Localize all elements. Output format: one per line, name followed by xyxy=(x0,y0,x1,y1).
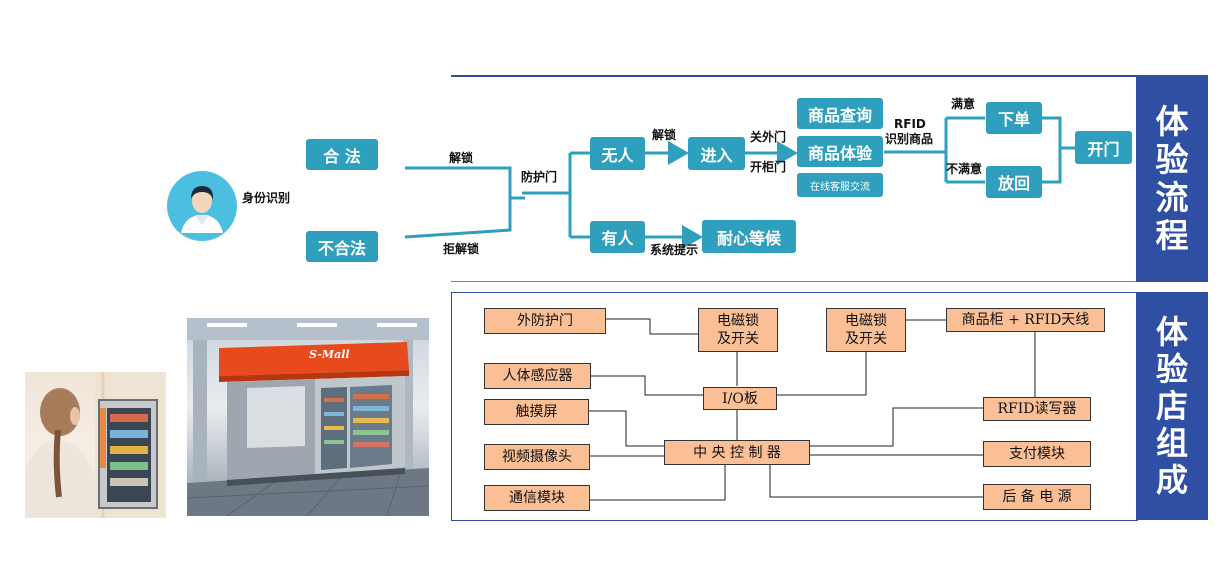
guard-door-label: 防护门 xyxy=(521,170,558,184)
body-sensor-box: 人体感应器 xyxy=(484,363,591,389)
composition-banner-char: 店 xyxy=(1155,386,1188,425)
touch-screen-box: 触摸屏 xyxy=(484,399,589,425)
outer-door-box: 外防护门 xyxy=(484,308,606,334)
flow-panel-top-line xyxy=(451,75,1136,77)
put-back-box: 放回 xyxy=(986,166,1042,198)
unlock2-label: 解锁 xyxy=(652,128,677,142)
em-lock-2-line: 及开关 xyxy=(845,331,887,347)
rfid-reader-box: RFID读写器 xyxy=(983,397,1091,421)
system-prompt-label: 系统提示 xyxy=(650,243,699,257)
product-experience-box: 商品体验 xyxy=(797,136,883,167)
product-query-box: 商品查询 xyxy=(797,98,883,129)
open-cabinet-label: 开柜门 xyxy=(750,160,787,174)
user-avatar-icon xyxy=(167,171,237,241)
satisfied-label: 满意 xyxy=(951,97,976,111)
rfid-identify-label: 识别商品 xyxy=(885,132,934,146)
legal-box: 合 法 xyxy=(306,139,378,170)
identity-label: 身份识别 xyxy=(242,191,291,205)
em-lock-1-line: 及开关 xyxy=(717,331,759,347)
flow-banner-char: 程 xyxy=(1155,215,1189,255)
composition-banner-char: 体 xyxy=(1155,312,1188,351)
composition-banner-char: 验 xyxy=(1155,349,1188,388)
kiosk-logo: S-Mall xyxy=(309,348,350,361)
illegal-box: 不合法 xyxy=(306,231,378,262)
rfid-label: RFID xyxy=(894,117,926,131)
backup-power-box: 后 备 电 源 xyxy=(983,484,1091,510)
flow-banner: 体 验 流 程 xyxy=(1136,75,1208,282)
em-lock-1-line: 电磁锁 xyxy=(717,313,759,329)
em-lock-2-box: 电磁锁 及开关 xyxy=(826,308,906,352)
enter-box: 进入 xyxy=(688,137,745,170)
composition-banner-char: 组 xyxy=(1155,423,1188,462)
open-door-box: 开门 xyxy=(1075,131,1132,164)
flow-banner-char: 体 xyxy=(1155,101,1189,141)
order-box: 下单 xyxy=(986,102,1042,134)
wait-box: 耐心等候 xyxy=(702,220,796,253)
comm-module-box: 通信模块 xyxy=(484,485,590,511)
flow-banner-char: 流 xyxy=(1155,177,1189,217)
composition-banner-char: 成 xyxy=(1155,460,1188,499)
somebody-box: 有人 xyxy=(590,221,645,253)
kiosk-photo: S-Mall xyxy=(187,318,429,516)
em-lock-1-box: 电磁锁 及开关 xyxy=(698,308,778,352)
close-outer-label: 关外门 xyxy=(750,130,787,144)
composition-banner: 体 验 店 组 成 xyxy=(1136,292,1208,520)
io-board-box: I/O板 xyxy=(703,387,777,410)
unlock-label: 解锁 xyxy=(449,151,474,165)
video-camera-box: 视频摄像头 xyxy=(484,444,590,470)
customer-photo xyxy=(25,372,166,518)
unsatisfied-label: 不满意 xyxy=(946,162,983,176)
central-controller-box: 中 央 控 制 器 xyxy=(664,440,810,465)
refuse-unlock-label: 拒解锁 xyxy=(443,242,480,256)
em-lock-2-line: 电磁锁 xyxy=(845,313,887,329)
cabinet-rfid-box: 商品柜 + RFID天线 xyxy=(946,308,1105,332)
flow-panel-bottom-line xyxy=(451,281,1136,282)
flow-banner-char: 验 xyxy=(1155,139,1189,179)
payment-module-box: 支付模块 xyxy=(983,441,1091,467)
online-service-box: 在线客服交流 xyxy=(797,173,883,197)
nobody-box: 无人 xyxy=(590,137,645,170)
